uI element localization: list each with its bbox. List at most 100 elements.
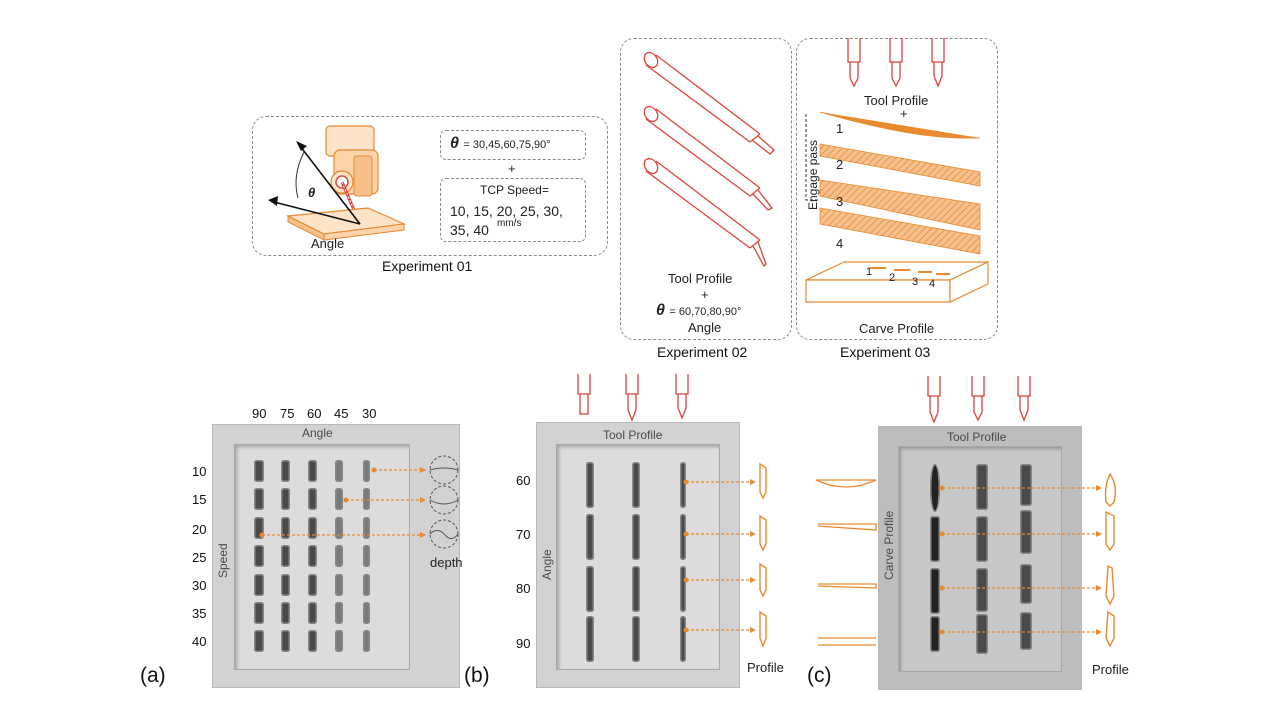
slot	[930, 516, 940, 562]
slot	[281, 602, 290, 624]
slot	[586, 462, 594, 508]
theta-values: = 30,45,60,75,90°	[463, 139, 551, 151]
slot	[254, 630, 264, 652]
panel-c-top-label: Tool Profile	[947, 430, 1007, 444]
col-label-75: 75	[280, 406, 295, 421]
slot	[254, 460, 264, 482]
pass-number-3: 3	[836, 194, 844, 209]
carve-number-4: 4	[929, 278, 936, 290]
exp03-tool-profile: Tool Profile	[864, 93, 929, 108]
row-label-30: 30	[192, 578, 207, 593]
experiment-03-caption: Experiment 03	[840, 344, 931, 360]
experiment-01-box	[252, 116, 608, 256]
pass-number-4: 4	[836, 236, 844, 251]
slot	[308, 574, 317, 596]
slot	[363, 602, 370, 624]
col-label-30: 30	[362, 406, 377, 421]
panel-b-profile-arrows	[683, 462, 767, 648]
slot	[281, 517, 290, 539]
carve-number-1: 1	[866, 266, 873, 278]
slot	[680, 616, 686, 662]
panel-b-profile-label: Profile	[747, 660, 784, 675]
slot	[930, 616, 940, 652]
carve-profile-label: Carve Profile	[859, 321, 935, 336]
theta-values-box	[440, 130, 586, 160]
slot	[680, 514, 686, 560]
slot	[586, 616, 594, 662]
col-label-90: 90	[252, 406, 267, 421]
row-label-20: 20	[192, 522, 207, 537]
tool-bits-illustration	[847, 38, 945, 88]
slot	[1020, 510, 1032, 554]
exp02-theta-line: θ = 60,70,80,90°	[656, 302, 741, 320]
slot	[281, 460, 290, 482]
tcp-speed-line2: 35, 40	[450, 222, 489, 238]
slot	[281, 488, 290, 510]
robot-arm-illustration	[268, 125, 407, 241]
slot	[363, 517, 370, 539]
exp02-theta-values: = 60,70,80,90°	[669, 306, 742, 318]
slot	[976, 516, 988, 562]
depth-label: depth	[430, 555, 463, 570]
exp03-plus: +	[900, 106, 908, 121]
experiment-02-box	[620, 38, 792, 340]
slot	[930, 568, 940, 614]
panel-c-profile-label: Profile	[1092, 662, 1129, 677]
exp02-plus: +	[701, 287, 709, 302]
tcp-speed-line1: 10, 15, 20, 25, 30,	[450, 203, 563, 219]
slot	[680, 566, 686, 612]
slot	[308, 517, 317, 539]
slot	[363, 630, 370, 652]
b-row-label-60: 60	[516, 473, 531, 488]
b-row-label-90: 90	[516, 636, 531, 651]
tcp-speed-box	[440, 178, 586, 242]
panel-b-side-label: Angle	[540, 549, 554, 580]
panel-b-letter: (b)	[464, 664, 490, 687]
exp02-theta-symbol: θ	[656, 302, 665, 319]
slot	[254, 602, 264, 624]
slot	[363, 460, 370, 482]
slot	[363, 574, 370, 596]
slot	[632, 616, 640, 662]
slot	[976, 464, 988, 510]
slot	[680, 462, 686, 508]
slot	[335, 460, 343, 482]
engage-pass-illustration	[805, 112, 989, 303]
slot	[1020, 612, 1032, 650]
experiment-03-box	[796, 38, 998, 340]
slot	[632, 514, 640, 560]
carve-number-2: 2	[889, 272, 896, 284]
slot	[335, 488, 343, 510]
slot	[363, 545, 370, 567]
exp01-plus: +	[508, 161, 516, 176]
pass-number-2: 2	[836, 157, 844, 172]
slot	[335, 545, 343, 567]
panel-c-profile-arrows	[939, 472, 1117, 648]
b-row-label-80: 80	[516, 581, 531, 596]
slot	[1020, 564, 1032, 604]
slot	[586, 514, 594, 560]
slot	[281, 630, 290, 652]
panel-c-side-label: Carve Profile	[882, 510, 896, 580]
col-label-45: 45	[334, 406, 349, 421]
slot	[930, 464, 940, 512]
slot	[254, 488, 264, 510]
slot	[586, 566, 594, 612]
slot	[335, 602, 343, 624]
row-label-40: 40	[192, 634, 207, 649]
panel-c-tool-bits	[927, 376, 1031, 424]
pass-number-1: 1	[836, 121, 844, 136]
slot	[1020, 464, 1032, 506]
panel-c-carve-profiles	[815, 479, 877, 646]
slot	[976, 614, 988, 654]
tool-cylinders-illustration	[643, 51, 775, 268]
exp02-angle-label: Angle	[688, 320, 722, 335]
tcp-speed-unit: mm/s	[497, 218, 522, 229]
slot	[281, 545, 290, 567]
panel-a-letter: (a)	[140, 664, 166, 687]
slot	[254, 517, 264, 539]
panel-b-top-label: Tool Profile	[603, 428, 663, 442]
row-label-15: 15	[192, 492, 207, 507]
engage-pass-label: Engage pass	[806, 139, 820, 210]
panel-c-letter: (c)	[807, 664, 832, 687]
